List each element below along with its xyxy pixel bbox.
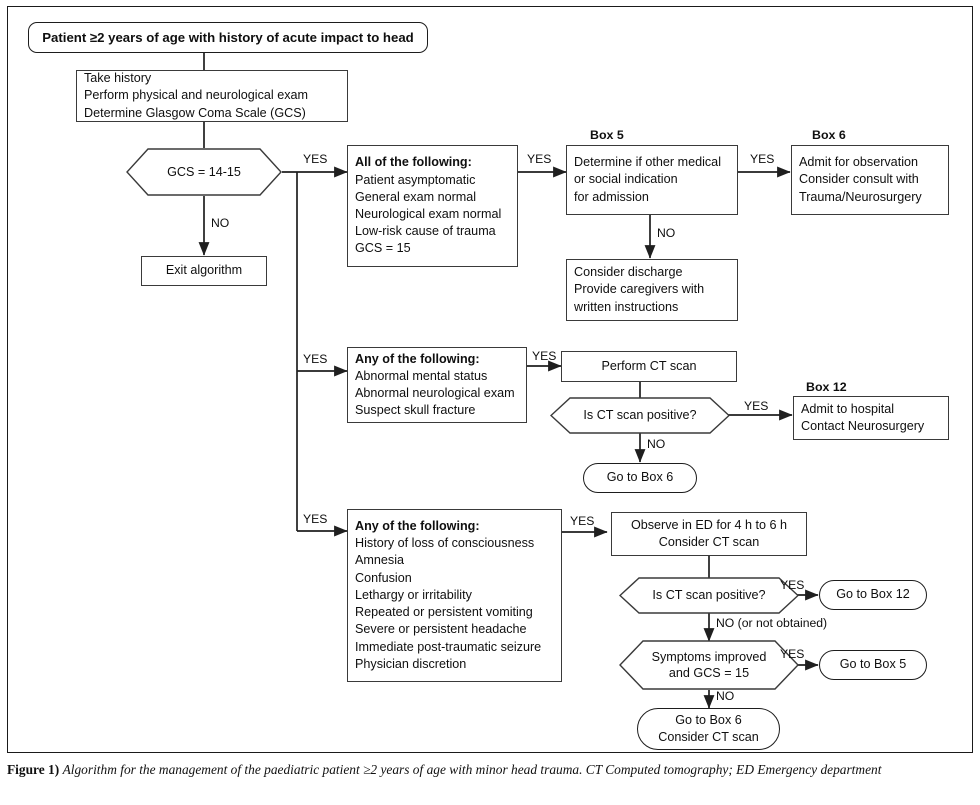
node-box-12-line-1: Admit to hospital: [801, 401, 895, 416]
node-assess-line-1: Take history: [84, 71, 152, 86]
node-observe-line-2: Consider CT scan: [658, 535, 760, 549]
figure-caption-body: Algorithm for the management of the paed…: [62, 762, 882, 777]
node-box-5-line-1: Determine if other medical: [574, 155, 721, 170]
node-all-of-the-following: All of the following: Patient asymptomat…: [347, 145, 518, 267]
edge-label-ct-bottom-no: NO (or not obtained): [716, 616, 828, 630]
node-assess-line-2: Perform physical and neurological exam: [84, 88, 309, 103]
node-discharge-line-1: Consider discharge: [574, 265, 683, 280]
edge-label-any-mid-to-ct-yes: YES: [532, 349, 557, 363]
edge-label-ct-mid-yes: YES: [744, 399, 769, 413]
decision-gcs-label: GCS = 14-15: [167, 164, 241, 179]
node-discharge-line-2: Provide caregivers with: [574, 282, 705, 297]
edge-label-branch-bottom-yes: YES: [303, 512, 328, 526]
edge-label-gcs-no: NO: [211, 216, 230, 230]
edge-label-branch-mid-yes: YES: [303, 352, 328, 366]
tag-box-6: Box 6: [812, 128, 846, 142]
node-goto-box-6-bottom-line-2: Consider CT scan: [658, 730, 759, 744]
edge-label-symptoms-no: NO: [716, 689, 735, 703]
node-any-bottom-line-7: Immediate post-traumatic seizure: [355, 639, 542, 654]
edge-label-ct-mid-no: NO: [647, 437, 666, 451]
decision-symptoms-improved: Symptoms improved and GCS = 15: [619, 640, 799, 690]
node-any-bottom-header: Any of the following:: [355, 519, 480, 534]
tag-box-5: Box 5: [590, 128, 624, 142]
node-any-bottom-line-5: Repeated or persistent vomiting: [355, 605, 533, 620]
node-exit-algorithm: Exit algorithm: [141, 256, 267, 286]
node-any-bottom-line-3: Confusion: [355, 570, 412, 585]
node-any-bottom-line-6: Severe or persistent headache: [355, 622, 527, 637]
node-exit-algorithm-text: Exit algorithm: [165, 263, 243, 278]
node-all-line-1: Patient asymptomatic: [355, 172, 476, 187]
node-all-line-3: Neurological exam normal: [355, 207, 502, 221]
edge-label-gcs-yes: YES: [303, 152, 328, 166]
edge-label-box5-to-box6-yes: YES: [750, 152, 775, 166]
node-any-mid-line-1: Abnormal mental status: [355, 368, 488, 383]
node-box-5: Determine if other medical or social ind…: [566, 145, 738, 215]
tag-box-12: Box 12: [806, 380, 847, 394]
node-all-line-5: GCS = 15: [355, 241, 411, 256]
edge-label-all-to-box5-yes: YES: [527, 152, 552, 166]
node-any-bottom-line-2: Amnesia: [355, 553, 404, 568]
node-any-of-the-following-mid: Any of the following: Abnormal mental st…: [347, 347, 527, 423]
node-any-bottom-line-4: Lethargy or irritability: [355, 587, 472, 602]
edge-label-box5-no: NO: [657, 226, 676, 240]
node-observe-in-ed: Observe in ED for 4 h to 6 h Consider CT…: [611, 512, 807, 556]
node-assess: Take history Perform physical and neurol…: [76, 70, 348, 122]
node-box-5-line-3: for admission: [574, 189, 649, 204]
node-perform-ct-text: Perform CT scan: [601, 358, 697, 373]
node-box-12-line-2: Contact Neurosurgery: [801, 419, 925, 433]
node-any-bottom-line-1: History of loss of consciousness: [355, 536, 535, 551]
node-box-12: Admit to hospital Contact Neurosurgery: [793, 396, 949, 440]
node-box-5-line-2: or social indication: [574, 172, 678, 187]
node-goto-box-6-mid-text: Go to Box 6: [606, 470, 674, 485]
node-any-mid-header: Any of the following:: [355, 351, 480, 366]
node-goto-box-6-mid: Go to Box 6: [583, 463, 697, 493]
decision-symptoms-improved-label: Symptoms improved and GCS = 15: [651, 649, 767, 680]
node-box-6: Admit for observation Consider consult w…: [791, 145, 949, 215]
node-start: Patient ≥2 years of age with history of …: [28, 22, 428, 53]
node-assess-line-3: Determine Glasgow Coma Scale (GCS): [84, 105, 306, 120]
node-all-line-2: General exam normal: [355, 189, 477, 204]
node-goto-box-12: Go to Box 12: [819, 580, 927, 610]
node-goto-box-6-bottom-line-1: Go to Box 6: [675, 712, 742, 727]
edge-label-ct-bottom-yes: YES: [780, 578, 805, 592]
node-box-6-line-2: Consider consult with: [799, 172, 919, 187]
decision-ct-positive-bottom: Is CT scan positive?: [619, 577, 799, 614]
node-goto-box-5-text: Go to Box 5: [839, 657, 907, 672]
node-any-bottom-line-8: Physician discretion: [355, 656, 467, 671]
node-start-text: Patient ≥2 years of age with history of …: [42, 29, 414, 45]
node-perform-ct-scan: Perform CT scan: [561, 351, 737, 382]
decision-ct-positive-mid-label: Is CT scan positive?: [583, 408, 697, 423]
node-any-of-the-following-bottom: Any of the following: History of loss of…: [347, 509, 562, 682]
decision-ct-positive-mid: Is CT scan positive?: [550, 397, 730, 434]
node-all-header: All of the following:: [355, 155, 472, 170]
node-goto-box-5: Go to Box 5: [819, 650, 927, 680]
node-discharge-line-3: written instructions: [574, 299, 679, 314]
decision-ct-positive-bottom-label: Is CT scan positive?: [652, 588, 766, 603]
node-goto-box-6-bottom: Go to Box 6 Consider CT scan: [637, 708, 780, 750]
node-consider-discharge: Consider discharge Provide caregivers wi…: [566, 259, 738, 321]
node-observe-line-1: Observe in ED for 4 h to 6 h: [630, 517, 788, 532]
figure-caption: Figure 1) Algorithm for the management o…: [7, 760, 973, 779]
figure-caption-lead: Figure 1): [7, 762, 60, 777]
node-any-mid-line-2: Abnormal neurological exam: [355, 386, 515, 400]
node-box-6-line-1: Admit for observation: [799, 155, 918, 170]
decision-gcs-14-15: GCS = 14-15: [126, 148, 282, 196]
edge-label-any-bottom-to-observe-yes: YES: [570, 514, 595, 528]
node-any-mid-line-3: Suspect skull fracture: [355, 403, 476, 418]
node-goto-box-12-text: Go to Box 12: [836, 587, 910, 602]
node-box-6-line-3: Trauma/Neurosurgery: [799, 189, 922, 204]
node-all-line-4: Low-risk cause of trauma: [355, 224, 496, 239]
edge-label-symptoms-yes: YES: [780, 647, 805, 661]
